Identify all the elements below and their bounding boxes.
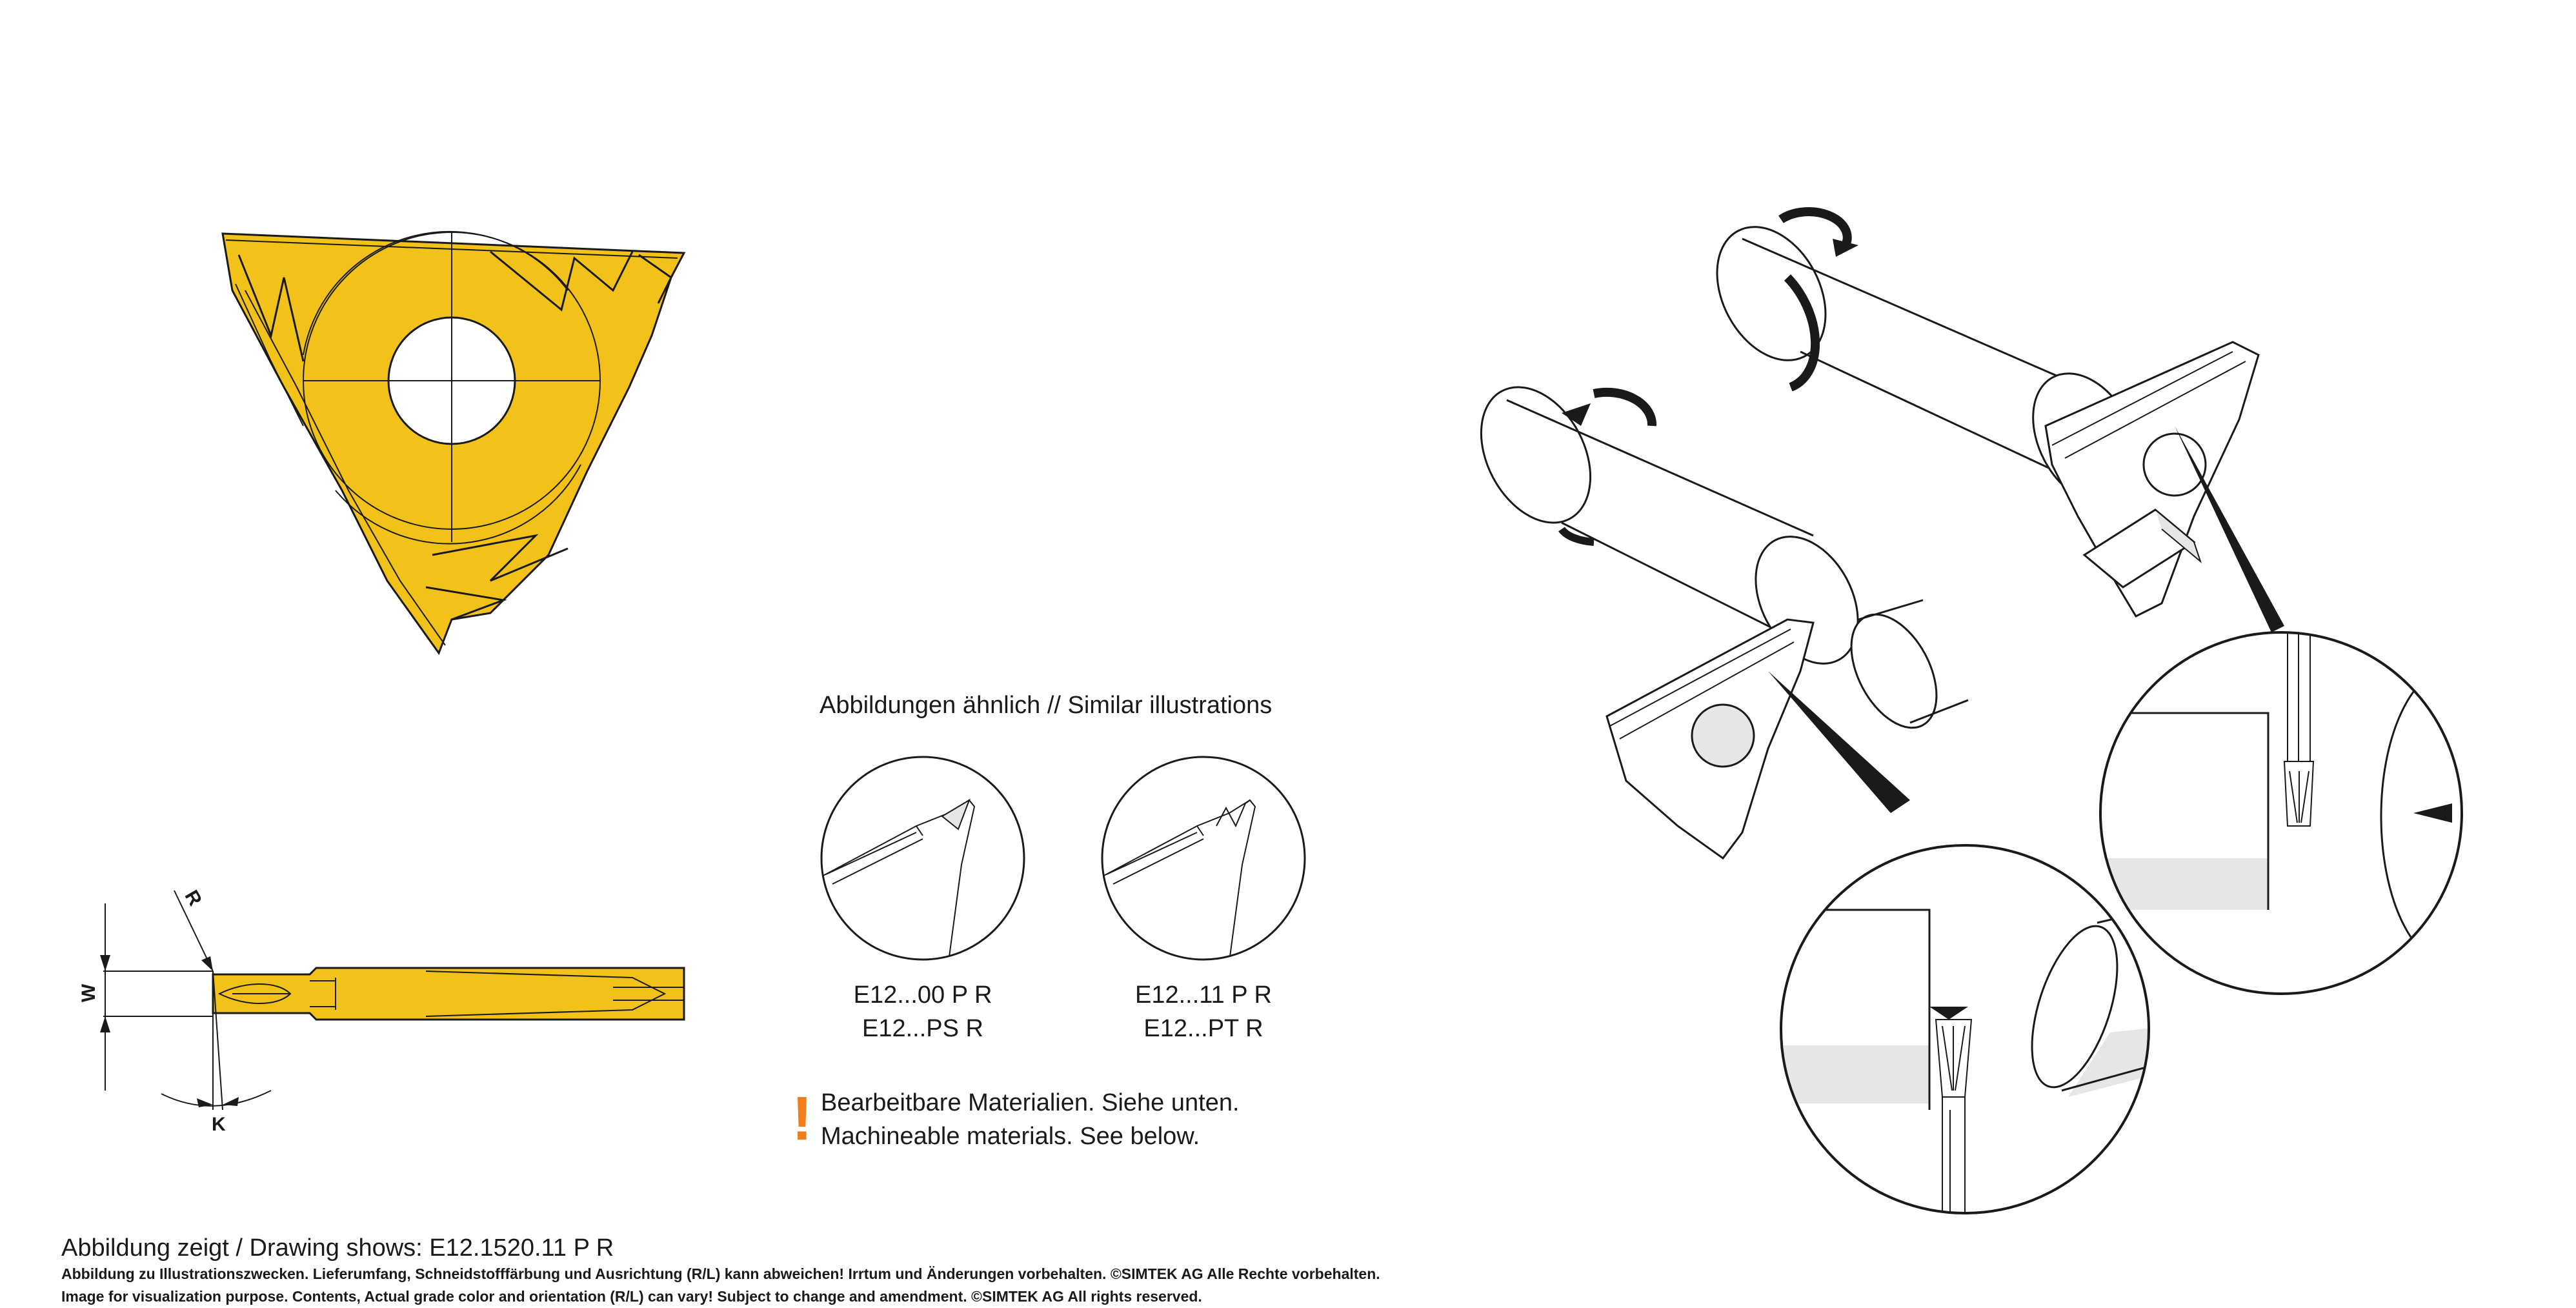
similar-right-line1: E12...11 P R bbox=[1135, 981, 1272, 1009]
similar-illustration-left bbox=[820, 756, 1025, 961]
disclaimer-english: Image for visualization purpose. Content… bbox=[61, 1288, 1202, 1305]
materials-line-en: Machineable materials. See below. bbox=[821, 1123, 1200, 1150]
similar-right-caption: E12...11 P R E12...PT R bbox=[1100, 978, 1307, 1045]
dimension-k-label: K bbox=[212, 1114, 226, 1135]
application-illustration bbox=[1480, 207, 2463, 1214]
materials-note: Bearbeitbare Materialien. Siehe unten. M… bbox=[821, 1086, 1240, 1153]
similar-left-line2: E12...PS R bbox=[862, 1015, 983, 1042]
drawing-shows-label: Abbildung zeigt / Drawing shows: E12.152… bbox=[61, 1234, 614, 1262]
disclaimer-german: Abbildung zu Illustrationszwecken. Liefe… bbox=[61, 1265, 1380, 1282]
insert-side-view bbox=[100, 890, 685, 1111]
similar-left-caption: E12...00 P R E12...PS R bbox=[820, 978, 1026, 1045]
dimension-w-label: W bbox=[78, 983, 100, 1003]
exclamation-icon: ! bbox=[792, 1084, 812, 1153]
materials-line-de: Bearbeitbare Materialien. Siehe unten. bbox=[821, 1089, 1240, 1116]
similar-illustration-right bbox=[1101, 756, 1306, 961]
similar-illustrations-heading: Abbildungen ähnlich // Similar illustrat… bbox=[820, 692, 1273, 719]
similar-right-line2: E12...PT R bbox=[1143, 1015, 1263, 1042]
similar-left-line1: E12...00 P R bbox=[853, 981, 992, 1009]
insert-top-view bbox=[221, 230, 686, 656]
